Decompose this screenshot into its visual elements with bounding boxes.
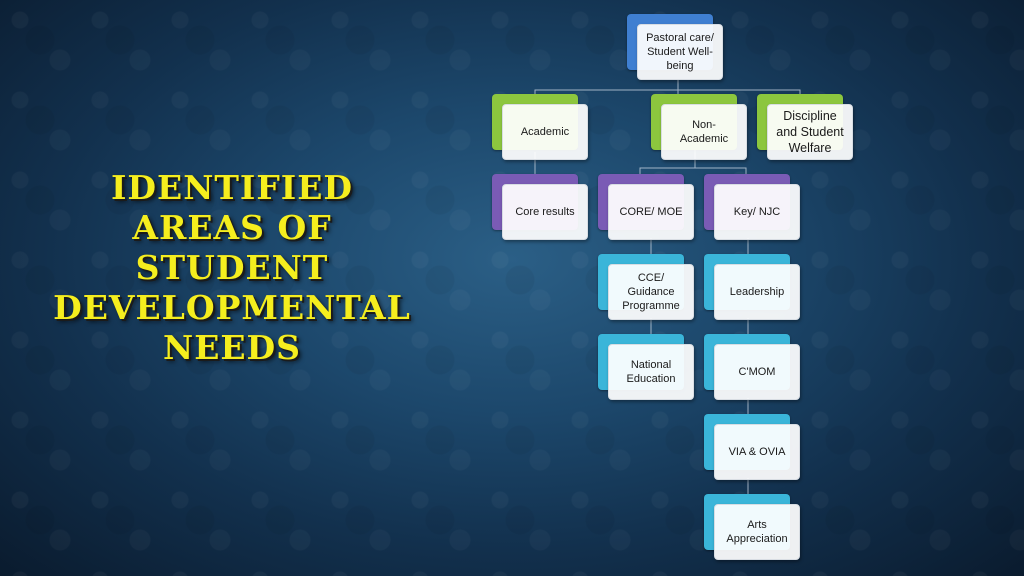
title-line: DEVELOPMENTAL: [53, 288, 411, 327]
node-via-ovia: VIA & OVIA: [704, 414, 800, 480]
node-label: Academic: [502, 104, 588, 160]
node-label: Non- Academic: [661, 104, 747, 160]
node-label: Discipline and Student Welfare: [767, 104, 853, 160]
node-arts-appreciation: Arts Appreciation: [704, 494, 800, 560]
node-label: Core results: [502, 184, 588, 240]
node-core-moe: CORE/ MOE: [598, 174, 694, 240]
node-label: Arts Appreciation: [714, 504, 800, 560]
title-line: NEEDS: [163, 328, 301, 367]
node-discipline: Discipline and Student Welfare: [757, 94, 853, 160]
node-label: National Education: [608, 344, 694, 400]
node-key-njc: Key/ NJC: [704, 174, 800, 240]
node-cmom: C'MOM: [704, 334, 800, 400]
node-academic: Academic: [492, 94, 588, 160]
node-label: C'MOM: [714, 344, 800, 400]
node-leadership: Leadership: [704, 254, 800, 320]
node-label: Key/ NJC: [714, 184, 800, 240]
title-line: IDENTIFIED: [111, 168, 353, 207]
title-line: STUDENT: [135, 248, 329, 287]
node-national-education: National Education: [598, 334, 694, 400]
slide-title: IDENTIFIED AREAS OF STUDENT DEVELOPMENTA…: [40, 168, 424, 368]
node-label: CORE/ MOE: [608, 184, 694, 240]
node-label: Leadership: [714, 264, 800, 320]
node-non-academic: Non- Academic: [651, 94, 747, 160]
node-pastoral-care: Pastoral care/ Student Well- being: [627, 14, 723, 80]
node-cce-guidance: CCE/ Guidance Programme: [598, 254, 694, 320]
node-label: CCE/ Guidance Programme: [608, 264, 694, 320]
node-label: VIA & OVIA: [714, 424, 800, 480]
node-label: Pastoral care/ Student Well- being: [637, 24, 723, 80]
node-core-results: Core results: [492, 174, 588, 240]
title-line: AREAS OF: [132, 208, 332, 247]
